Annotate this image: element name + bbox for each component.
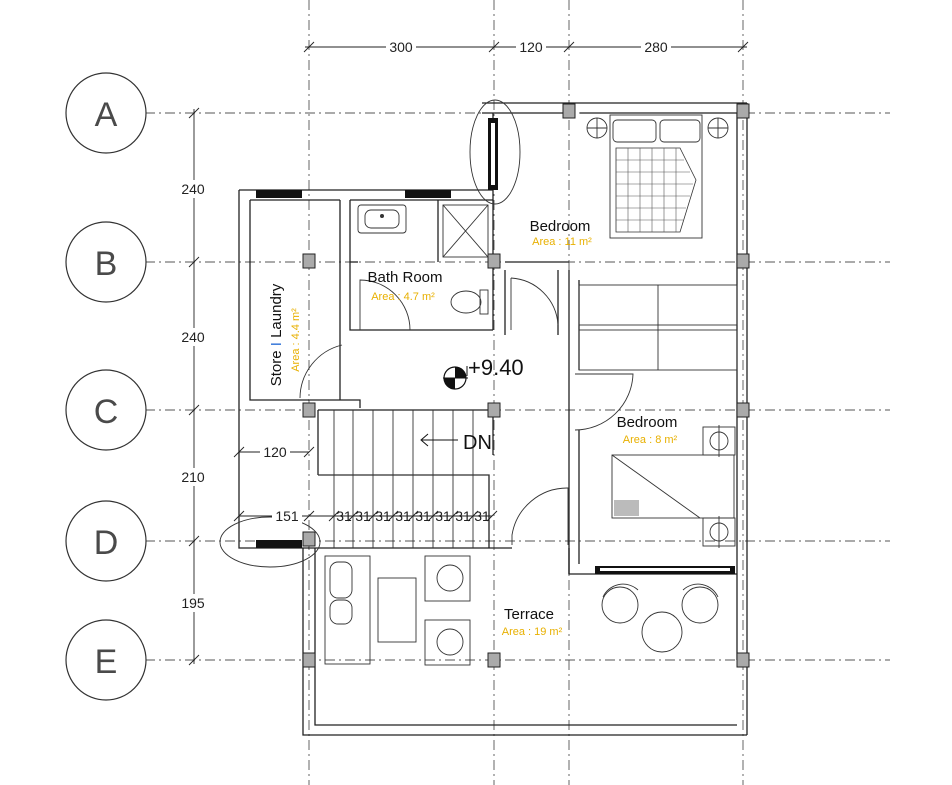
step-dim: 31: [435, 508, 451, 524]
columns: [302, 103, 750, 668]
dim-inner-120: 120: [263, 444, 287, 460]
level-label: +9.40: [468, 355, 524, 380]
axis-label-c: C: [94, 393, 119, 431]
stair-dn-label: DN: [463, 432, 492, 454]
left-dimensions: 240 240 210 195: [176, 107, 210, 666]
step-dim: 31: [395, 508, 411, 524]
room-bedroom-1: Bedroom Area : 11 m²: [530, 218, 593, 248]
axis-bubble-d: D: [65, 500, 147, 582]
bed-double: [586, 114, 729, 239]
dim-top-280: 280: [644, 39, 668, 55]
step-dim: 31: [415, 508, 431, 524]
room-name-bathroom: Bath Room: [367, 269, 442, 286]
room-name-terrace: Terrace: [504, 606, 554, 623]
step-dim: 31: [355, 508, 371, 524]
axis-label-d: D: [94, 524, 119, 562]
dim-left-210: 210: [181, 469, 205, 485]
callout-ellipses: [219, 99, 521, 568]
step-dim: 31: [375, 508, 391, 524]
room-name-store: Store: [268, 350, 285, 386]
room-bathroom: Bath Room Area : 4.7 m²: [367, 269, 442, 303]
dim-top-120: 120: [519, 39, 543, 55]
room-terrace: Terrace Area : 19 m²: [502, 606, 563, 638]
step-dim: 31: [474, 508, 490, 524]
room-area-bedroom-2: Area : 8 m²: [623, 434, 678, 446]
terrace-furniture: [324, 555, 719, 666]
room-store-laundry: Store I Laundry Area : 4.4 m²: [268, 283, 302, 386]
step-dim: 31: [336, 508, 352, 524]
axis-label-e: E: [95, 643, 118, 681]
room-name-bedroom-1: Bedroom: [530, 218, 591, 235]
room-bedroom-2: Bedroom Area : 8 m²: [617, 414, 678, 446]
room-name-laundry: Laundry: [268, 283, 285, 338]
dim-left-240b: 240: [181, 329, 205, 345]
walls: [238, 102, 748, 736]
grid-lines: [145, 0, 890, 785]
dim-left-240a: 240: [181, 181, 205, 197]
room-name-bedroom-2: Bedroom: [617, 414, 678, 431]
top-dimensions: 300 120 280: [303, 38, 749, 55]
windows: [256, 118, 735, 574]
step-dimensions: 31 31 31 31 31 31 31 31: [328, 508, 498, 524]
room-name-separator: I: [268, 342, 285, 346]
room-area-store-laundry: Area : 4.4 m²: [290, 308, 302, 372]
step-dim: 31: [455, 508, 471, 524]
room-name-store-laundry: Store I Laundry: [268, 283, 285, 386]
axis-bubble-a: A: [65, 72, 147, 154]
axis-label-b: B: [95, 245, 118, 283]
stair-treads: [318, 410, 489, 548]
level-marker: +9.40: [443, 355, 524, 390]
bath-fixtures: [357, 204, 489, 315]
axis-bubble-e: E: [65, 619, 147, 701]
dim-top-300: 300: [389, 39, 413, 55]
dim-left-195: 195: [181, 595, 205, 611]
bed-single: [611, 425, 736, 548]
stair-direction: DN: [420, 432, 492, 454]
doors: [299, 277, 634, 545]
axis-label-a: A: [95, 96, 118, 134]
room-area-bathroom: Area : 4.7 m²: [371, 291, 435, 303]
axis-bubble-c: C: [65, 369, 147, 451]
axis-bubble-b: B: [65, 221, 147, 303]
room-area-bedroom-1: Area : 11 m²: [532, 236, 592, 248]
inner-dimensions: 120 151: [233, 444, 492, 524]
room-area-terrace: Area : 19 m²: [502, 626, 563, 638]
dim-inner-151: 151: [275, 508, 299, 524]
